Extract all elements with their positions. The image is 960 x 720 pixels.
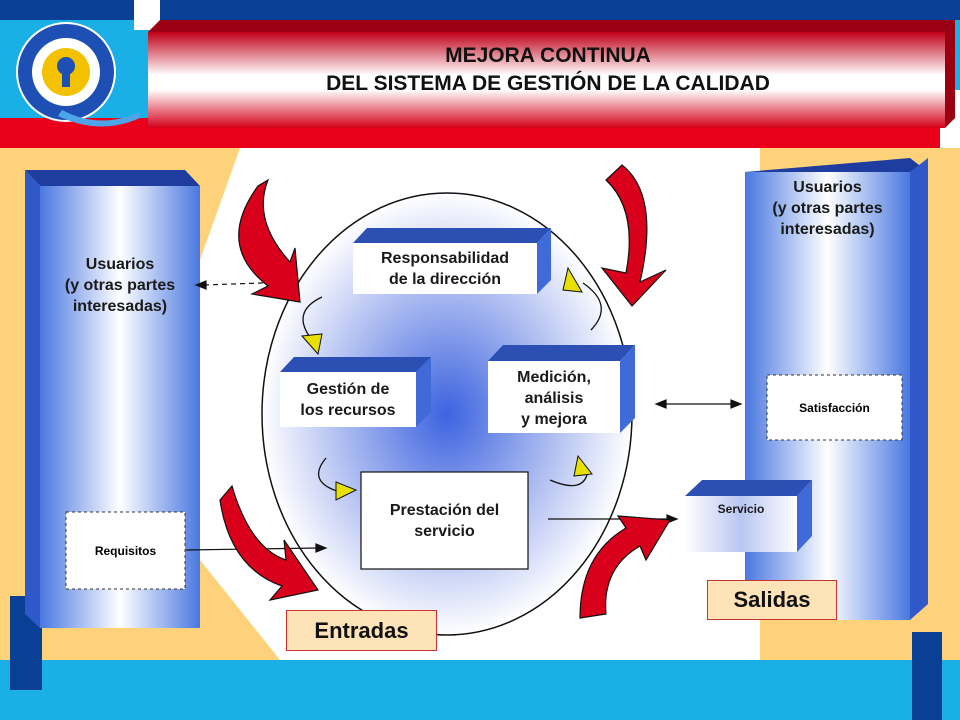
cycle-arrowheads: [300, 266, 593, 501]
left-column-line-3: interesadas): [72, 298, 168, 315]
box-responsabilidad-shape: [353, 228, 551, 294]
requisitos-box: Requisitos: [94, 543, 157, 558]
bottom-cyan-band: [0, 660, 960, 720]
title-line-1: MEJORA CONTINUA: [445, 44, 651, 67]
left-column-line-2: (y otras partes: [64, 277, 176, 294]
gestion-line-2: los recursos: [300, 402, 396, 419]
cream-wedge-left: [200, 148, 240, 260]
medicion-line-2: análisis: [524, 390, 584, 407]
satisfaccion-box-shape: [766, 374, 903, 441]
box-medicion-shape: [488, 345, 635, 433]
prestacion-line-1: Prestación del: [389, 502, 500, 519]
requisitos-box-shape: [65, 511, 186, 590]
box-gestion-shape: [280, 357, 431, 427]
right-column-line-3: interesadas): [780, 221, 875, 238]
title-banner-side: [945, 20, 955, 128]
salidas-tag: Salidas: [707, 580, 837, 620]
responsabilidad-line-2: de la dirección: [388, 271, 502, 288]
box-prestacion-shape: [360, 471, 529, 570]
title-banner-top: [148, 20, 955, 32]
connectors: [185, 280, 743, 553]
right-column-line-1: Usuarios: [793, 179, 862, 196]
box-servicio-shape: [685, 480, 812, 552]
left-column-label: Usuarios (y otras partes interesadas): [40, 254, 200, 317]
left-column-top: [25, 170, 200, 186]
top-blue-band: [0, 0, 960, 20]
right-column-side: [910, 158, 928, 620]
right-column-line-2: (y otras partes: [772, 200, 883, 217]
entradas-tag: Entradas: [286, 610, 437, 651]
cream-wedge-bottom-left: [200, 560, 280, 660]
responsabilidad-line-1: Responsabilidad: [380, 250, 510, 267]
medicion-line-1: Medición,: [517, 369, 591, 386]
medicion-box: Medición, análisis y mejora: [488, 367, 620, 430]
left-column-line-1: Usuarios: [85, 256, 155, 273]
left-column-side: [25, 170, 40, 628]
gestion-line-1: Gestión de: [306, 381, 390, 398]
bottom-right-blue-block: [912, 632, 942, 720]
medicion-line-3: y mejora: [521, 411, 587, 428]
responsabilidad-box: Responsabilidad de la dirección: [353, 248, 537, 290]
servicio-box: Servicio: [717, 502, 765, 516]
title-line-2: DEL SISTEMA DE GESTIÓN DE LA CALIDAD: [326, 72, 770, 95]
gestion-box: Gestión de los recursos: [280, 379, 416, 421]
logo: [16, 22, 140, 127]
title-banner: [148, 32, 945, 128]
prestacion-line-2: servicio: [414, 523, 475, 540]
red-arrows: [219, 164, 672, 619]
right-column-label: Usuarios (y otras partes interesadas): [745, 177, 910, 240]
satisfaccion-box: Satisfacción: [799, 400, 870, 415]
prestacion-box: Prestación del servicio: [361, 500, 528, 542]
